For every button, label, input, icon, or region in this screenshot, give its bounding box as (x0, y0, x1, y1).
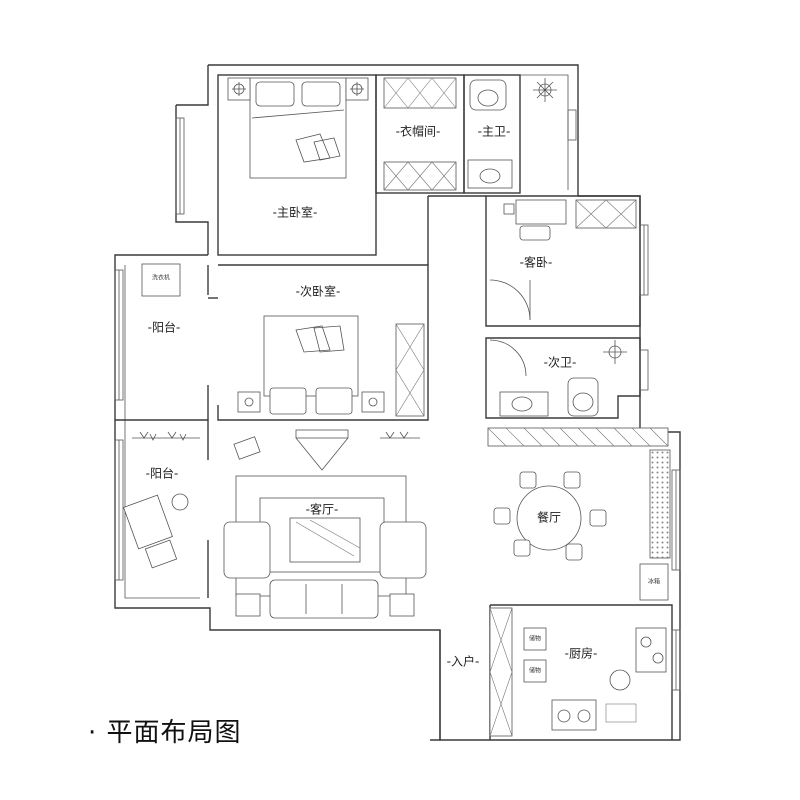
fridge-tag: 冰箱 (648, 578, 660, 586)
cabinet-tag-2: 储物 (529, 667, 541, 675)
label-entrance: -入户- (447, 654, 480, 669)
label-second-bath: -次卫- (544, 356, 577, 370)
master-bed (249, 77, 347, 179)
label-kitchen: -厨房- (565, 646, 598, 661)
cabinet-tag-1: 储物 (529, 635, 541, 643)
label-master-bedroom: -主卧室- (273, 205, 318, 220)
label-guest-room: -客卧- (520, 255, 553, 270)
kitchen-furniture: 储物 储物 (489, 607, 667, 737)
label-balcony-top: -阳台- (148, 320, 181, 335)
label-second-bedroom: -次卧室- (296, 284, 341, 299)
second-bed (237, 315, 425, 417)
plants (123, 431, 420, 569)
plan-caption: · 平面布局图 (88, 718, 242, 748)
label-balcony-bottom: -阳台- (146, 466, 179, 481)
room-labels: -主卧室- -衣帽间- -主卫- -客卧- -次卧室- -阳台- -次卫- -阳… (146, 124, 598, 669)
guest-room-furniture (489, 199, 637, 321)
living-room-furniture (223, 429, 427, 619)
washer: 洗衣机 (141, 263, 181, 297)
interior-walls (115, 74, 673, 741)
master-bath-fixtures (467, 78, 557, 189)
second-bath-fixtures (489, 339, 627, 417)
label-living-room: -客厅- (306, 502, 339, 517)
label-dining-room: 餐厅 (537, 510, 561, 525)
nightstand-lamps-master (227, 77, 369, 101)
washer-tag: 洗衣机 (152, 274, 170, 282)
windows (114, 109, 681, 691)
closet-wardrobes (383, 77, 457, 191)
dining-set: 冰箱 (487, 427, 671, 601)
label-closet: -衣帽间- (396, 124, 441, 139)
label-master-bath: -主卫- (478, 125, 511, 139)
